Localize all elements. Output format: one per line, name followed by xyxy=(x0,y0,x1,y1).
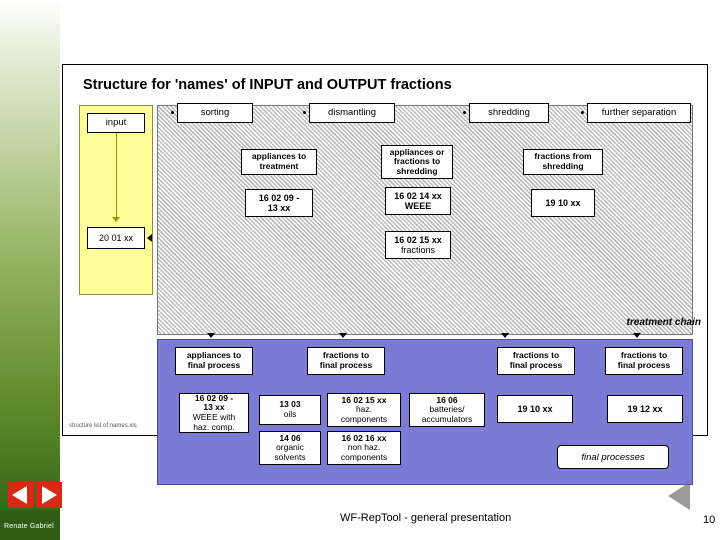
out-name-box-appliances-to-final-process: appliances to final process xyxy=(175,347,253,375)
bullet-icon-further-separation xyxy=(581,111,584,114)
connector-arrow-4 xyxy=(633,333,641,338)
input-header-box: input xyxy=(87,113,145,133)
slide-footer-band xyxy=(0,510,60,540)
back-button-icon[interactable] xyxy=(668,482,690,510)
diagram-frame: Structure for 'names' of INPUT and OUTPU… xyxy=(62,64,708,485)
slide-left-gradient-band xyxy=(0,0,60,540)
input-code-box: 20 01 xx xyxy=(87,227,145,249)
mid-code-box-19-10: 19 10 xx xyxy=(531,189,595,217)
input-code-arrow xyxy=(147,234,152,242)
diagram-caption: structure list of names.xls xyxy=(69,423,137,429)
out-code-box-16-02-16-non-haz-components: 16 02 16 xx non haz. components xyxy=(327,431,401,465)
treatment-hatched-band xyxy=(157,105,693,335)
connector-arrow-1 xyxy=(207,333,215,338)
bullet-icon-dismantling xyxy=(303,111,306,114)
footer-author: Renate Gabriel xyxy=(4,523,54,530)
bullet-icon-shredding xyxy=(463,111,466,114)
input-connector-arrow xyxy=(112,217,120,222)
out-name-box-fractions-to-final-process-3: fractions to final process xyxy=(605,347,683,375)
triangle-left-icon xyxy=(12,486,27,504)
process-header-shredding: shredding xyxy=(469,103,549,123)
out-code-box-16-02-15-haz-components: 16 02 15 xx haz. components xyxy=(327,393,401,427)
diagram-title: Structure for 'names' of INPUT and OUTPU… xyxy=(83,77,452,93)
slide-number: 10 xyxy=(703,514,716,526)
out-code-box-19-10: 19 10 xx xyxy=(497,395,573,423)
out-code-box-13-03-oils: 13 03 oils xyxy=(259,395,321,425)
out-code-box-16-06-batteries: 16 06 batteries/ accumulators xyxy=(409,393,485,427)
next-slide-button[interactable] xyxy=(36,482,62,508)
out-name-box-fractions-to-final-process-1: fractions to final process xyxy=(307,347,385,375)
out-code-box-14-06-organic-solvents: 14 06 organic solvents xyxy=(259,431,321,465)
footer-center-text: WF-RepTool - general presentation xyxy=(340,512,512,524)
input-connector-line xyxy=(116,133,117,217)
process-header-sorting: sorting xyxy=(177,103,253,123)
connector-arrow-2 xyxy=(339,333,347,338)
mid-code-box-16-02-14-weee: 16 02 14 xx WEEE xyxy=(385,187,451,215)
final-processes-label: final processes xyxy=(557,445,669,469)
out-code-box-16-02-09-13-weee: 16 02 09 - 13 xx WEEE with haz. comp. xyxy=(179,393,249,433)
bullet-icon-sorting xyxy=(171,111,174,114)
process-header-further-separation: further separation xyxy=(587,103,691,123)
mid-name-box-appliances-fractions-to-shredding: appliances or fractions to shredding xyxy=(381,145,453,179)
treatment-chain-label: treatment chain xyxy=(626,317,701,328)
triangle-right-icon xyxy=(42,486,57,504)
mid-code-box-16-02-15-fractions: 16 02 15 xx fractions xyxy=(385,231,451,259)
previous-slide-button[interactable] xyxy=(8,482,34,508)
connector-arrow-3 xyxy=(501,333,509,338)
process-header-dismantling: dismantling xyxy=(309,103,395,123)
out-name-box-fractions-to-final-process-2: fractions to final process xyxy=(497,347,575,375)
out-code-box-19-12: 19 12 xx xyxy=(607,395,683,423)
mid-name-box-fractions-from-shredding: fractions from shredding xyxy=(523,149,603,175)
mid-name-box-appliances-to-treatment: appliances to treatment xyxy=(241,149,317,175)
mid-code-box-16-02-09-13: 16 02 09 - 13 xx xyxy=(245,189,313,217)
